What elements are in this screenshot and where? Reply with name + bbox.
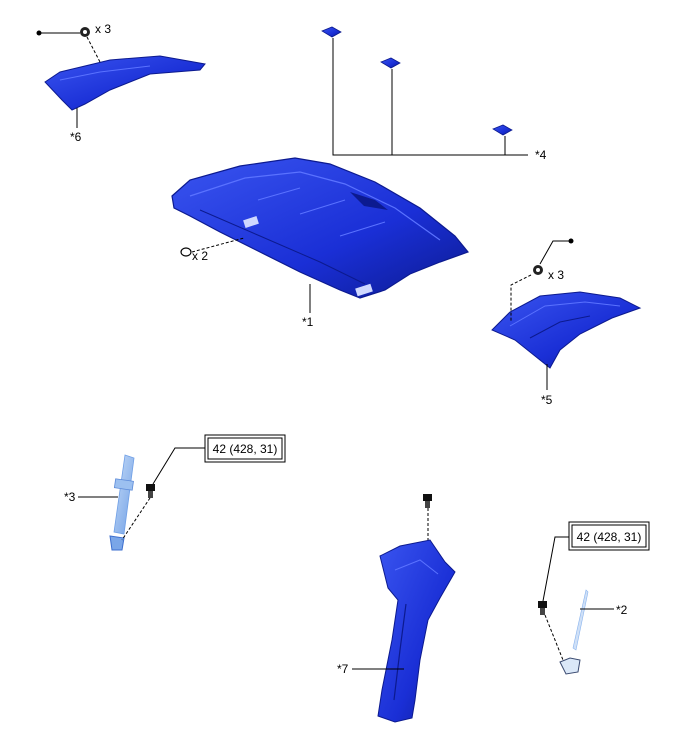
callout-3: *3 (64, 490, 76, 504)
leader-line (121, 497, 151, 541)
part-7-pillar-garnish (377, 539, 456, 723)
part-2-seat-belt (559, 589, 589, 675)
clip-icon (380, 57, 401, 69)
leader-line (510, 274, 532, 322)
torque-spec-box-left: 42 (428, 31) (204, 434, 286, 463)
bolt-icon (423, 494, 432, 508)
clip-icon (533, 265, 543, 275)
torque-spec-text: 42 (428, 31) (213, 442, 278, 456)
torque-spec-box-right: 42 (428, 31) (568, 521, 650, 551)
callout-6: *6 (70, 130, 82, 144)
torque-spec-text: 42 (428, 31) (577, 530, 642, 544)
clip-icon (321, 26, 342, 38)
quantity-label: x 3 (95, 22, 111, 36)
callout-2: *2 (616, 603, 628, 617)
bolt-icon (146, 484, 155, 498)
bolt-icon (538, 601, 547, 615)
part-1-headlining (171, 157, 470, 299)
callout-7: *7 (337, 662, 349, 676)
quantity-label: x 3 (548, 268, 564, 282)
callout-5: *5 (541, 393, 553, 407)
clip-icon (492, 124, 513, 136)
callout-1: *1 (302, 315, 314, 329)
callout-4: *4 (535, 148, 547, 162)
leader-line (544, 614, 564, 661)
reference-dot (568, 238, 574, 244)
leader-line (539, 240, 569, 265)
leader-line (86, 36, 101, 63)
reference-dot (36, 30, 42, 36)
clip-icon (80, 27, 90, 37)
part-5-garnish (491, 291, 642, 369)
quantity-label: x 2 (192, 249, 208, 263)
part-3-seat-belt (109, 454, 135, 551)
part-6-garnish (44, 55, 206, 111)
leader-line (332, 38, 528, 156)
leader-line (152, 447, 205, 485)
leader-line (191, 237, 245, 253)
clip-icon (180, 247, 192, 257)
leader-line (542, 536, 570, 602)
